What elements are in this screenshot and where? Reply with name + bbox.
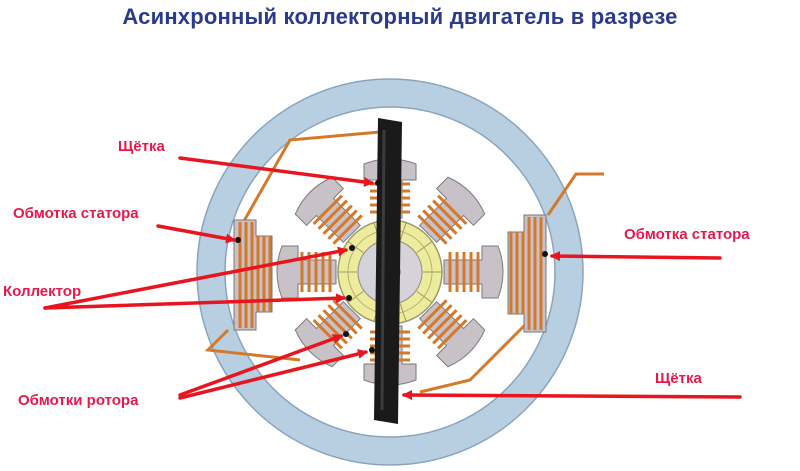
rotor-tooth	[417, 176, 486, 245]
rotor-tooth	[294, 299, 363, 368]
pointer-arrows	[43, 156, 742, 401]
label-stator-winding-left: Обмотка статора	[13, 205, 139, 222]
arrow-icon	[178, 349, 368, 400]
arrow-icon	[178, 156, 374, 187]
label-brush-top: Щётка	[118, 138, 165, 155]
label-stator-winding-right: Обмотка статора	[624, 226, 750, 243]
arrow-icon	[402, 390, 742, 401]
commutator-segment-divider	[399, 222, 407, 241]
stator-leads	[204, 130, 604, 394]
brush-bar	[374, 118, 402, 424]
arrow-icon	[43, 246, 348, 310]
commutator-segment-divider	[416, 241, 433, 254]
connection-dots	[235, 180, 548, 353]
commutator-segment-divider	[347, 241, 364, 254]
commutator-segment-divider	[347, 290, 364, 303]
arrow-icon	[156, 224, 236, 244]
diagram-title: Асинхронный коллекторный двигатель в раз…	[122, 4, 678, 29]
rotor-tooth	[417, 299, 486, 368]
commutator-segment-divider	[416, 290, 433, 303]
label-commutator: Коллектор	[3, 283, 82, 300]
rotor-tooth	[443, 245, 504, 299]
stator-pole-right	[507, 214, 547, 333]
brush-highlight	[380, 129, 386, 411]
arrow-icon	[43, 293, 346, 310]
label-brush-bottom: Щётка	[655, 370, 702, 387]
arrow-icon	[178, 334, 343, 397]
label-rotor-windings: Обмотки ротора	[18, 392, 139, 409]
arrow-icon	[550, 251, 722, 262]
rotor-tooth	[294, 176, 363, 245]
